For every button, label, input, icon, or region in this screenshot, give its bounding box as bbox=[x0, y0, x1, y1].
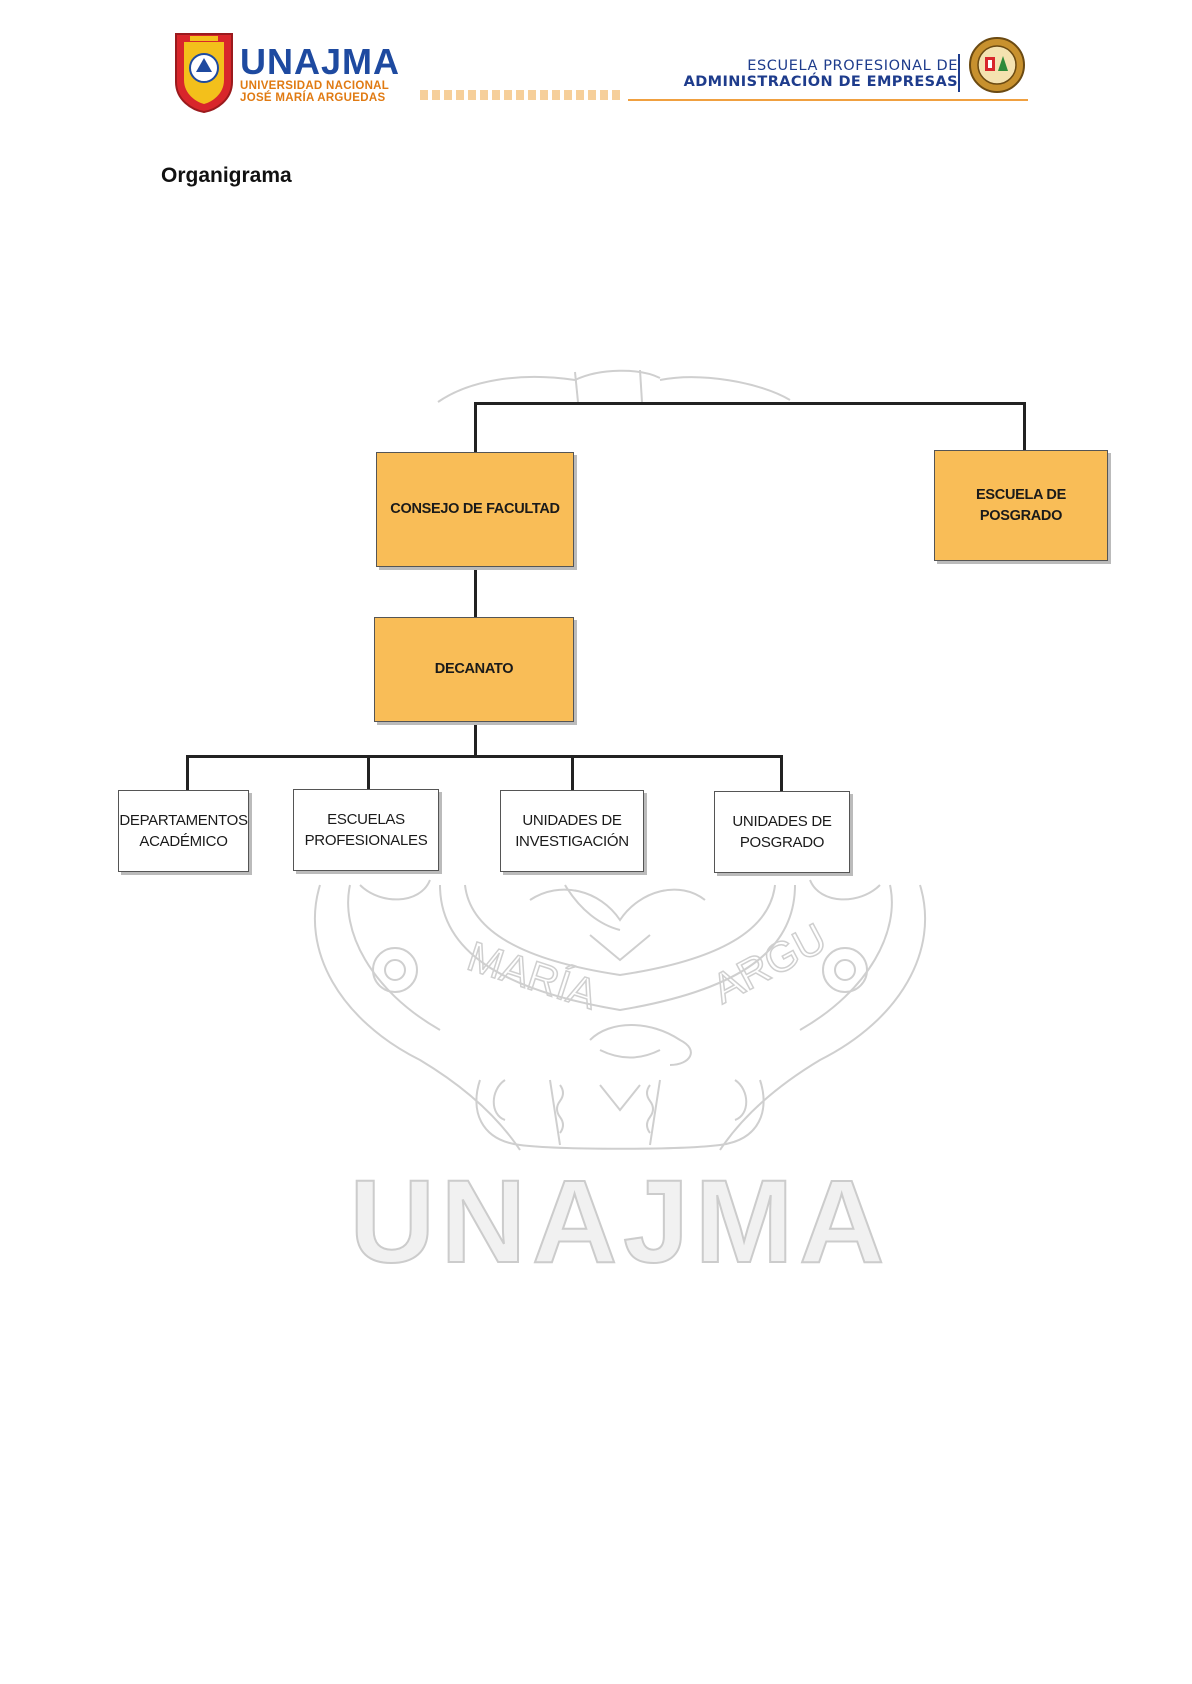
school-name-line1: ESCUELA PROFESIONAL DE bbox=[747, 58, 958, 74]
org-node-departamentos-academico: DEPARTAMENTOS ACADÉMICO bbox=[118, 790, 249, 872]
connector-to-escuelas bbox=[367, 755, 370, 789]
connector-to-departamentos bbox=[186, 755, 189, 790]
org-node-decanato: DECANATO bbox=[374, 617, 574, 722]
node-label-line2: POSGRADO bbox=[739, 834, 825, 851]
node-label: DECANATO bbox=[434, 661, 514, 677]
org-node-consejo-de-facultad: CONSEJO DE FACULTAD bbox=[376, 452, 574, 567]
school-seal-logo bbox=[969, 37, 1025, 93]
school-name: ESCUELA PROFESIONAL DE ADMINISTRACIÓN DE… bbox=[684, 58, 958, 90]
school-name-line2: ADMINISTRACIÓN DE EMPRESAS bbox=[683, 74, 958, 90]
svg-text:ARGU: ARGU bbox=[704, 914, 833, 1012]
page-title: Organigrama bbox=[161, 164, 292, 187]
connector-to-unidades-posgrado bbox=[780, 755, 783, 791]
node-label-line1: ESCUELAS bbox=[327, 811, 405, 828]
node-label-line2: INVESTIGACIÓN bbox=[515, 833, 629, 850]
university-acronym: UNAJMA bbox=[240, 41, 401, 82]
connector-to-posgrado bbox=[1023, 402, 1026, 450]
svg-text:UNAJMA: UNAJMA bbox=[350, 1156, 891, 1288]
decorative-band bbox=[420, 90, 620, 100]
node-label-line1: DEPARTAMENTOS bbox=[119, 812, 248, 829]
node-label-line2: ACADÉMICO bbox=[139, 833, 228, 850]
node-label: CONSEJO DE FACULTAD bbox=[390, 501, 560, 517]
node-label: ESCUELA DE POSGRADO bbox=[976, 486, 1066, 524]
node-label-line1: UNIDADES DE bbox=[522, 812, 622, 829]
org-node-unidades-de-investigacion: UNIDADES DE INVESTIGACIÓN bbox=[500, 790, 644, 872]
connector-decanato-down bbox=[474, 722, 477, 757]
connector-top-horizontal bbox=[475, 402, 1026, 405]
connector-to-consejo bbox=[474, 402, 477, 452]
university-shield-logo bbox=[175, 33, 233, 114]
node-label-line2: PROFESIONALES bbox=[304, 832, 428, 849]
university-wordmark: UNAJMA UNIVERSIDAD NACIONAL JOSÉ MARÍA A… bbox=[240, 41, 401, 105]
header-separator bbox=[958, 54, 960, 92]
svg-text:MARÍA: MARÍA bbox=[462, 932, 603, 1018]
header-rule bbox=[628, 99, 1028, 101]
org-node-escuelas-profesionales: ESCUELAS PROFESIONALES bbox=[293, 789, 439, 871]
university-name-line1: UNIVERSIDAD NACIONAL bbox=[240, 80, 390, 92]
connector-bottom-horizontal bbox=[186, 755, 783, 758]
org-node-escuela-de-posgrado: ESCUELA DE POSGRADO bbox=[934, 450, 1108, 561]
university-name-line2: JOSÉ MARÍA ARGUEDAS bbox=[240, 92, 386, 104]
connector-consejo-decanato bbox=[474, 567, 477, 617]
org-node-unidades-de-posgrado: UNIDADES DE POSGRADO bbox=[714, 791, 850, 873]
connector-to-investigacion bbox=[571, 755, 574, 790]
node-label-line1: UNIDADES DE bbox=[732, 813, 832, 830]
